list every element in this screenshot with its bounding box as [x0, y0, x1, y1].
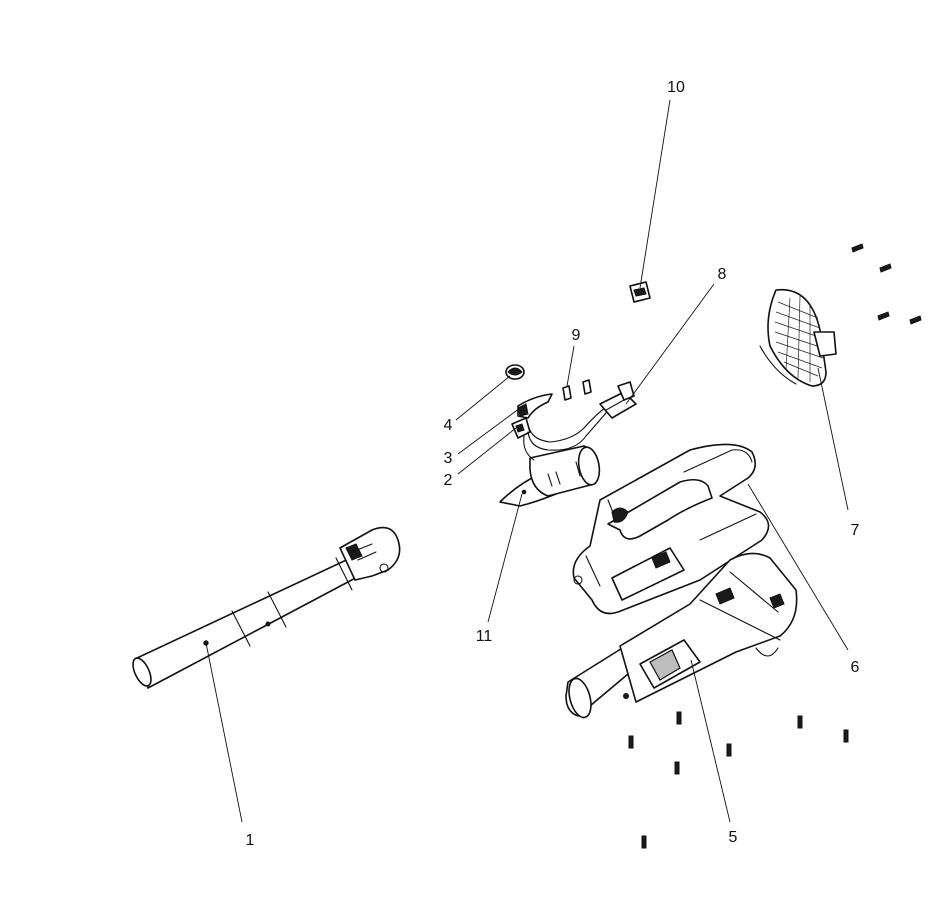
callout-5: 5	[729, 829, 738, 846]
callout-2: 2	[444, 472, 453, 489]
callout-11: 11	[476, 628, 493, 645]
part-7-fan-cover	[759, 288, 837, 387]
part-11-motor	[499, 445, 601, 507]
wire-harness	[523, 403, 613, 461]
part-5-lower-housing	[565, 552, 798, 719]
part-3-trigger	[517, 393, 553, 419]
callout-6: 6	[851, 659, 860, 676]
callout-4: 4	[444, 417, 453, 434]
part-10-connector	[629, 281, 651, 303]
callout-7: 7	[851, 522, 860, 539]
leader-lines	[205, 99, 849, 823]
callout-9: 9	[572, 327, 581, 344]
callout-8: 8	[718, 266, 727, 283]
screws	[628, 243, 922, 849]
part-1-blower-tube	[132, 526, 401, 689]
part-6-handle-housing	[572, 443, 770, 615]
callout-labels: 1 2 3 4 5 6 7 8 9 10 11	[246, 79, 860, 849]
callout-3: 3	[444, 450, 453, 467]
part-4-knob	[505, 364, 525, 380]
part-9-terminals	[562, 379, 592, 401]
part-8-terminal-block	[599, 381, 637, 419]
part-2-switch	[511, 417, 531, 439]
callout-10: 10	[667, 79, 685, 96]
callout-1: 1	[246, 832, 255, 849]
